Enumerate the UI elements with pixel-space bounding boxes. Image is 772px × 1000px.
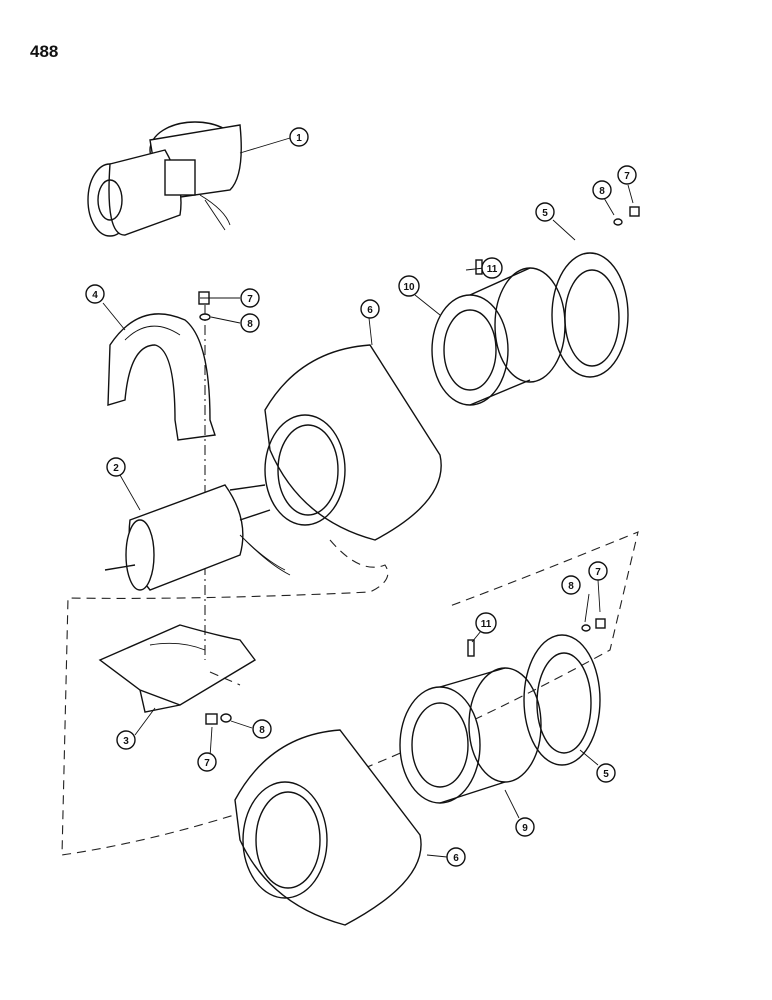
svg-text:8: 8 (568, 581, 574, 592)
svg-text:1: 1 (296, 133, 302, 144)
screw-washer-upper-right (475, 206, 640, 275)
svg-text:9: 9 (522, 823, 528, 834)
svg-text:2: 2 (113, 463, 119, 474)
svg-text:6: 6 (453, 853, 459, 864)
callout-8-upper-right: 8 (592, 180, 612, 200)
svg-text:5: 5 (603, 769, 609, 780)
callout-8-lower-right: 8 (561, 575, 581, 595)
page-number: 488 (30, 42, 59, 61)
svg-text:10: 10 (403, 282, 415, 293)
callout-7-strap: 7 (240, 288, 260, 308)
callout-6-upper: 6 (360, 299, 380, 319)
blower-wheel-upper (431, 267, 566, 406)
svg-text:8: 8 (599, 186, 605, 197)
svg-text:3: 3 (123, 736, 129, 747)
callout-7-lower-right: 7 (588, 561, 608, 581)
svg-text:8: 8 (247, 319, 253, 330)
callout-7-upper-right: 7 (617, 165, 637, 185)
svg-text:7: 7 (247, 294, 253, 305)
callout-9: 9 (515, 817, 535, 837)
blower-housing-lower (234, 729, 422, 926)
callout-2: 2 (106, 457, 126, 477)
callout-11-lower: 11 (475, 612, 497, 634)
housing-ring-lower (523, 634, 601, 766)
svg-text:7: 7 (204, 758, 210, 769)
callout-5-upper: 5 (535, 202, 555, 222)
callout-8-lower: 8 (252, 719, 272, 739)
strap-bracket (107, 313, 216, 441)
callout-3: 3 (116, 730, 136, 750)
blower-housing-upper (264, 344, 442, 541)
screw-washer-lower-right (467, 618, 606, 657)
svg-text:11: 11 (481, 619, 492, 630)
svg-text:4: 4 (92, 290, 98, 301)
blower-motor (104, 484, 291, 591)
callout-1: 1 (289, 127, 309, 147)
svg-text:5: 5 (542, 208, 548, 219)
svg-text:6: 6 (367, 305, 373, 316)
callout-10: 10 (398, 275, 420, 297)
screw-washer-lower (205, 713, 232, 725)
svg-text:11: 11 (487, 264, 498, 275)
svg-text:8: 8 (259, 725, 265, 736)
callout-4: 4 (85, 284, 105, 304)
callout-11-upper: 11 (481, 257, 503, 279)
callout-5-lower: 5 (596, 763, 616, 783)
callout-7-lower: 7 (197, 752, 217, 772)
motor-mount-bracket (98, 624, 257, 713)
blower-assembly (87, 121, 242, 237)
svg-text:7: 7 (595, 567, 601, 578)
callout-6-lower: 6 (446, 847, 466, 867)
housing-ring-upper (551, 252, 629, 378)
callout-8-strap: 8 (240, 313, 260, 333)
svg-text:7: 7 (624, 171, 630, 182)
blower-wheel-lower (399, 667, 542, 804)
leader-lines (102, 137, 634, 858)
